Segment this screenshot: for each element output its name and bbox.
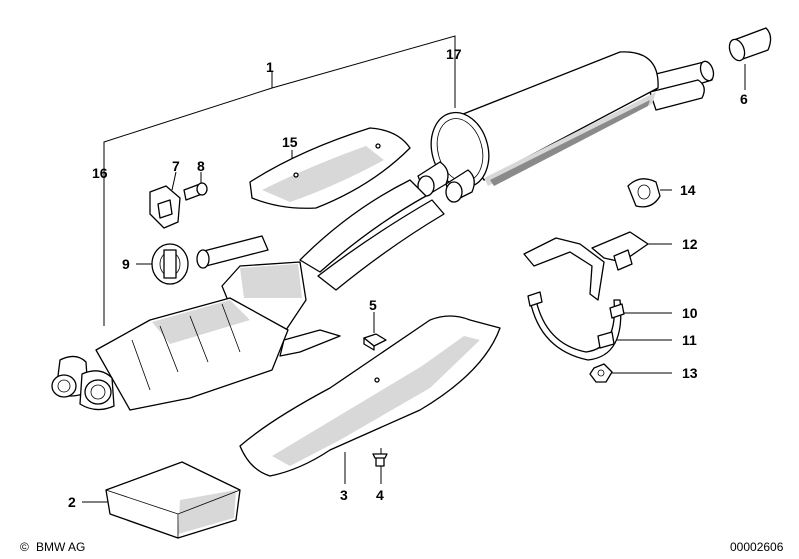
leader-lines <box>82 35 746 503</box>
callout-11: 11 <box>682 332 697 348</box>
rubber-hanger <box>627 178 661 208</box>
callout-15: 15 <box>282 134 298 150</box>
hanger-bracket <box>523 231 649 301</box>
screw <box>372 453 388 467</box>
pipe-sleeve <box>728 27 772 62</box>
rubber-mount <box>151 243 189 285</box>
callout-16: 16 <box>92 165 108 181</box>
callout-1: 1 <box>266 59 274 75</box>
clamp-bracket <box>597 331 615 349</box>
callout-14: 14 <box>680 182 696 198</box>
clamp-strap <box>527 291 625 361</box>
callout-6: 6 <box>740 91 748 107</box>
clip-nut <box>363 333 387 351</box>
callout-4: 4 <box>376 487 384 503</box>
heat-shield-upper <box>249 127 411 209</box>
brand-label: BMW AG <box>36 540 85 554</box>
callout-7: 7 <box>172 158 180 174</box>
callout-2: 2 <box>68 494 76 510</box>
callout-13: 13 <box>682 365 698 381</box>
callout-9: 9 <box>122 256 130 272</box>
front-pipe-catalytic-converter <box>51 179 445 411</box>
callout-3: 3 <box>340 487 348 503</box>
callout-5: 5 <box>369 297 377 313</box>
diagram-number: 00002606 <box>730 540 784 554</box>
callout-8: 8 <box>197 158 205 174</box>
callout-17: 17 <box>446 46 462 62</box>
shield-plate <box>105 461 241 539</box>
copyright-symbol: © <box>20 540 29 554</box>
heat-shield-lower <box>239 315 501 477</box>
callout-labels: 1 2 3 4 5 6 7 8 9 10 11 12 13 14 15 16 1… <box>68 46 748 510</box>
mounting-bracket <box>149 185 181 229</box>
bolt <box>183 182 208 201</box>
nut <box>589 363 613 383</box>
footer: © BMW AG 00002606 <box>20 540 784 554</box>
callout-12: 12 <box>682 236 698 252</box>
rear-muffler <box>417 51 715 203</box>
callout-10: 10 <box>682 305 698 321</box>
